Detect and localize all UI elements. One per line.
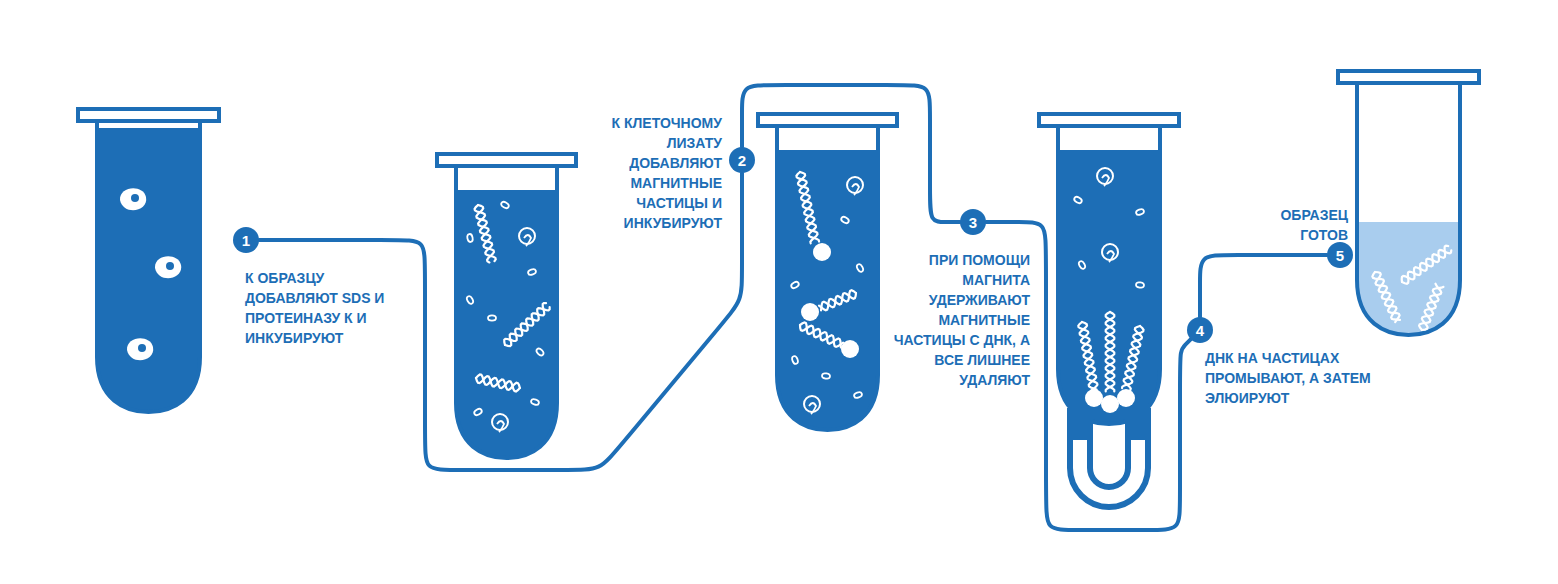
magnet-inner bbox=[1080, 440, 1138, 497]
debris-fragment bbox=[791, 355, 799, 364]
magnetic-bead bbox=[1085, 389, 1103, 407]
tube-wall bbox=[1357, 84, 1460, 335]
step-number: 1 bbox=[233, 227, 259, 253]
debris-fragment bbox=[527, 268, 536, 276]
step-description: К ОБРАЗЦУ ДОБАВЛЯЮТ SDS И ПРОТЕИНАЗУ К И… bbox=[245, 268, 405, 348]
debris-fragment bbox=[500, 201, 510, 210]
dna-strand bbox=[1106, 312, 1115, 392]
cell bbox=[127, 338, 153, 360]
dna-strand bbox=[1078, 322, 1096, 389]
cell bbox=[120, 188, 146, 210]
step-description: ПРИ ПОМОЩИ МАГНИТА УДЕРЖИВАЮТ МАГНИТНЫЕ … bbox=[893, 250, 1030, 390]
magnetic-bead bbox=[813, 243, 831, 261]
test-tube bbox=[758, 114, 897, 430]
tube-wall bbox=[456, 167, 557, 458]
tube-rim bbox=[758, 114, 897, 126]
dna-strand bbox=[1106, 312, 1115, 392]
test-tube bbox=[437, 154, 576, 458]
dna-strand bbox=[476, 374, 520, 391]
debris-fragment bbox=[467, 234, 474, 243]
cell bbox=[155, 256, 181, 278]
debris-fragment bbox=[466, 295, 475, 305]
magnet-body bbox=[1080, 408, 1138, 497]
tube-wall bbox=[1058, 127, 1160, 424]
tube-wall bbox=[97, 122, 200, 412]
magnetic-bead bbox=[1117, 389, 1135, 407]
protein-debris-curl bbox=[1107, 251, 1114, 262]
tube-rim bbox=[1039, 114, 1179, 126]
magnet bbox=[1080, 408, 1138, 497]
callout-number: 2 bbox=[738, 153, 746, 168]
callout-number: 3 bbox=[969, 215, 977, 230]
tube-liquid bbox=[97, 128, 200, 412]
process-connector bbox=[1200, 255, 1327, 317]
protein-debris-curl bbox=[809, 403, 816, 414]
protein-debris-curl bbox=[524, 235, 531, 246]
dna-strand bbox=[476, 205, 494, 262]
protein-debris-curl bbox=[852, 184, 859, 195]
dna-strand bbox=[800, 322, 843, 346]
step-description: ДНК НА ЧАСТИЦАХ ПРОМЫВАЮТ, А ЗАТЕМ ЭЛЮИР… bbox=[1205, 348, 1393, 408]
callout-number: 5 bbox=[1336, 248, 1344, 263]
dna-strand bbox=[1124, 326, 1144, 390]
dna-strand bbox=[1080, 322, 1098, 390]
tube-rim bbox=[78, 109, 219, 121]
step-number: 5 bbox=[1327, 242, 1353, 268]
tube-liquid bbox=[1058, 150, 1160, 424]
debris-fragment bbox=[1135, 208, 1144, 216]
step-number: 4 bbox=[1187, 317, 1213, 343]
dna-strand bbox=[504, 307, 549, 345]
magnetic-bead bbox=[1101, 395, 1119, 413]
tube-liquid bbox=[1357, 222, 1460, 335]
cell-nucleus bbox=[166, 262, 174, 270]
debris-fragment bbox=[1078, 260, 1087, 270]
protein-debris-curl bbox=[497, 421, 504, 432]
dna-strand bbox=[1402, 250, 1452, 282]
dna-strand bbox=[1419, 284, 1441, 330]
debris-fragment bbox=[530, 398, 539, 406]
tube-rim bbox=[437, 154, 576, 166]
step-description: ОБРАЗЕЦ ГОТОВ bbox=[1240, 205, 1348, 245]
dna-strand bbox=[798, 172, 818, 243]
debris-fragment bbox=[1136, 282, 1145, 289]
callout-number: 4 bbox=[1196, 323, 1204, 338]
test-tube bbox=[1338, 71, 1479, 335]
tube-liquid bbox=[777, 150, 878, 430]
step-number: 2 bbox=[729, 147, 755, 173]
tube-wall bbox=[777, 127, 878, 430]
cell-nucleus bbox=[138, 344, 146, 352]
process-connector bbox=[742, 85, 960, 222]
callout-number: 1 bbox=[242, 233, 250, 248]
protein-debris-curl bbox=[1102, 175, 1109, 186]
debris-fragment bbox=[473, 408, 483, 417]
debris-fragment bbox=[488, 315, 496, 320]
cell-nucleus bbox=[131, 194, 139, 202]
test-tube bbox=[1039, 114, 1179, 424]
debris-fragment bbox=[822, 373, 831, 380]
dna-strand bbox=[819, 293, 856, 310]
test-tube bbox=[78, 109, 219, 412]
magnetic-bead bbox=[801, 303, 819, 321]
magnetic-bead bbox=[841, 340, 859, 358]
tube-liquid bbox=[456, 190, 557, 458]
step-number: 3 bbox=[960, 209, 986, 235]
debris-fragment bbox=[853, 391, 862, 399]
debris-fragment bbox=[856, 263, 865, 273]
tube-rim bbox=[1338, 71, 1479, 83]
debris-fragment bbox=[790, 281, 800, 290]
tube-contents bbox=[120, 168, 1451, 432]
dna-strand bbox=[821, 290, 856, 310]
debris-fragment bbox=[535, 347, 544, 356]
step-description: К КЛЕТОЧНОМУ ЛИЗАТУ ДОБАВЛЯЮТ МАГНИТНЫЕ … bbox=[587, 113, 722, 233]
debris-fragment bbox=[1073, 196, 1083, 205]
dna-strand bbox=[1375, 272, 1400, 322]
debris-fragment bbox=[840, 216, 850, 225]
